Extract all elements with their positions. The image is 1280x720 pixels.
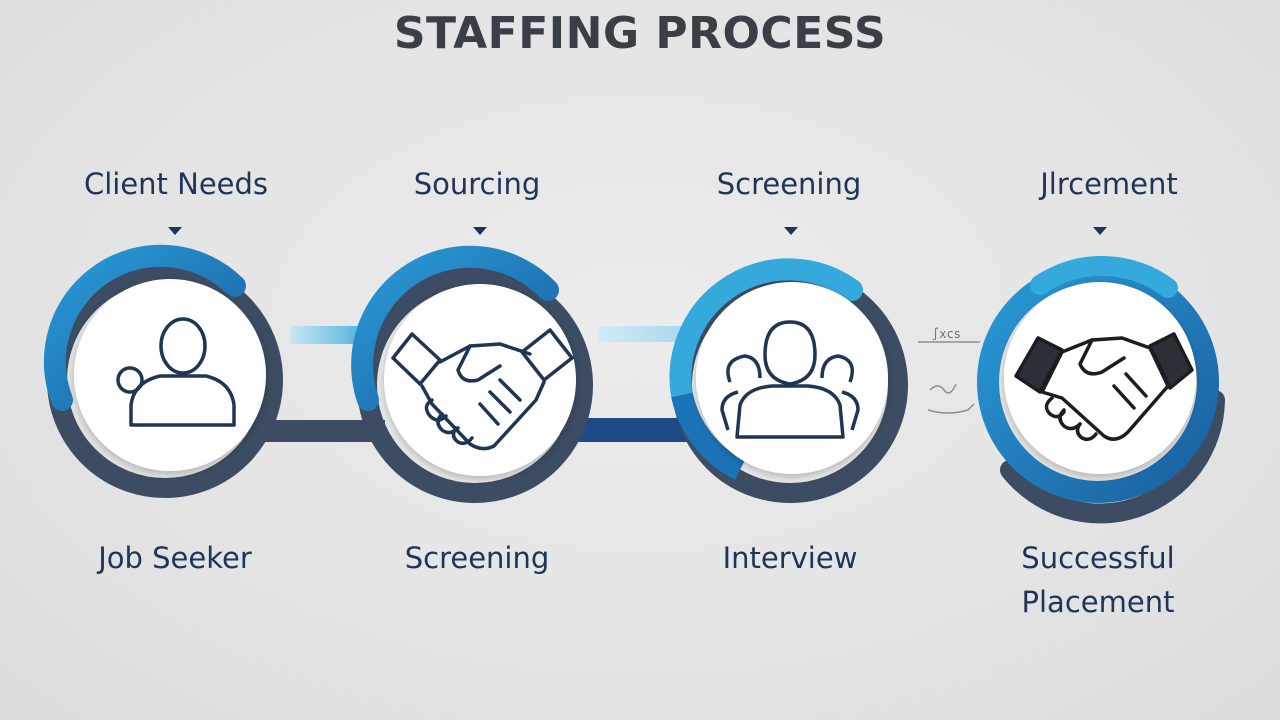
step-2-bottom-label: Screening xyxy=(404,541,550,575)
step-1-ring xyxy=(43,244,283,498)
step-1-bottom-label: Job Seeker xyxy=(98,541,252,575)
step-4-top-label: Jlrcement xyxy=(1040,167,1178,201)
step-3-ring xyxy=(669,258,908,503)
scribble-label: ∫xcs xyxy=(932,327,961,341)
step-4-bottom-label-line-1: Successful xyxy=(1021,541,1175,575)
step-1-top-label: Client Needs xyxy=(83,167,269,201)
step-3-top-label: Screening xyxy=(716,167,862,201)
group-icon xyxy=(720,320,860,439)
step-2-top-label: Sourcing xyxy=(413,167,541,201)
handshake-icon xyxy=(391,328,574,451)
step-4-bottom-label-line-2: Placement xyxy=(1021,585,1175,619)
page-title: STAFFING PROCESS xyxy=(393,8,887,59)
connector-3-scribble xyxy=(918,341,980,414)
step-1-pointer xyxy=(168,227,182,235)
handshake-filled-icon xyxy=(1014,332,1194,442)
step-2-pointer xyxy=(473,227,487,235)
step-3-pointer xyxy=(784,227,798,235)
step-3-bottom-label: Interview xyxy=(722,541,858,575)
connector-1-bottom xyxy=(255,420,385,442)
step-4-bottom-label: Successful Placement xyxy=(968,536,1228,624)
person-icon xyxy=(116,317,236,427)
step-4-pointer xyxy=(1093,227,1107,235)
connector-2-top xyxy=(598,326,694,342)
